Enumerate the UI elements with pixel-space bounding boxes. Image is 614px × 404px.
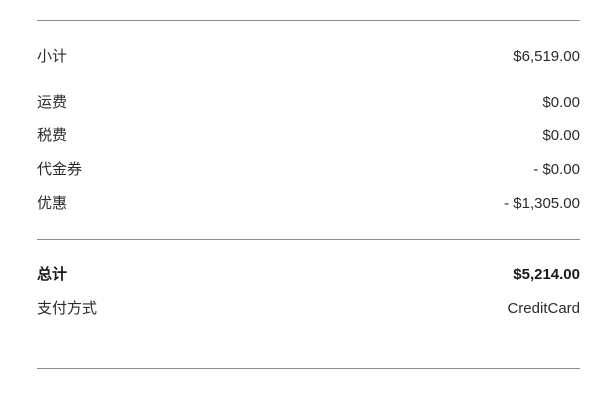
- subtotal-value: $6,519.00: [513, 48, 580, 65]
- subtotal-row: 小计 $6,519.00: [37, 46, 580, 68]
- tax-row: 税费 $0.00: [37, 125, 580, 147]
- bottom-divider: [37, 368, 580, 369]
- payment-method-value: CreditCard: [507, 300, 580, 317]
- middle-divider: [37, 239, 580, 240]
- voucher-row: 代金券 - $0.00: [37, 159, 580, 181]
- top-divider: [37, 20, 580, 21]
- voucher-value: - $0.00: [533, 161, 580, 178]
- payment-method-row: 支付方式 CreditCard: [37, 298, 580, 320]
- discount-label: 优惠: [37, 195, 68, 212]
- discount-value: - $1,305.00: [504, 195, 580, 212]
- voucher-label: 代金券: [37, 161, 83, 178]
- subtotal-label: 小计: [37, 48, 68, 65]
- payment-method-label: 支付方式: [37, 300, 98, 317]
- total-label: 总计: [37, 266, 68, 283]
- shipping-label: 运费: [37, 94, 68, 111]
- tax-value: $0.00: [542, 127, 580, 144]
- shipping-row: 运费 $0.00: [37, 92, 580, 114]
- discount-row: 优惠 - $1,305.00: [37, 193, 580, 215]
- total-value: $5,214.00: [513, 266, 580, 283]
- total-row: 总计 $5,214.00: [37, 264, 580, 286]
- tax-label: 税费: [37, 127, 68, 144]
- shipping-value: $0.00: [542, 94, 580, 111]
